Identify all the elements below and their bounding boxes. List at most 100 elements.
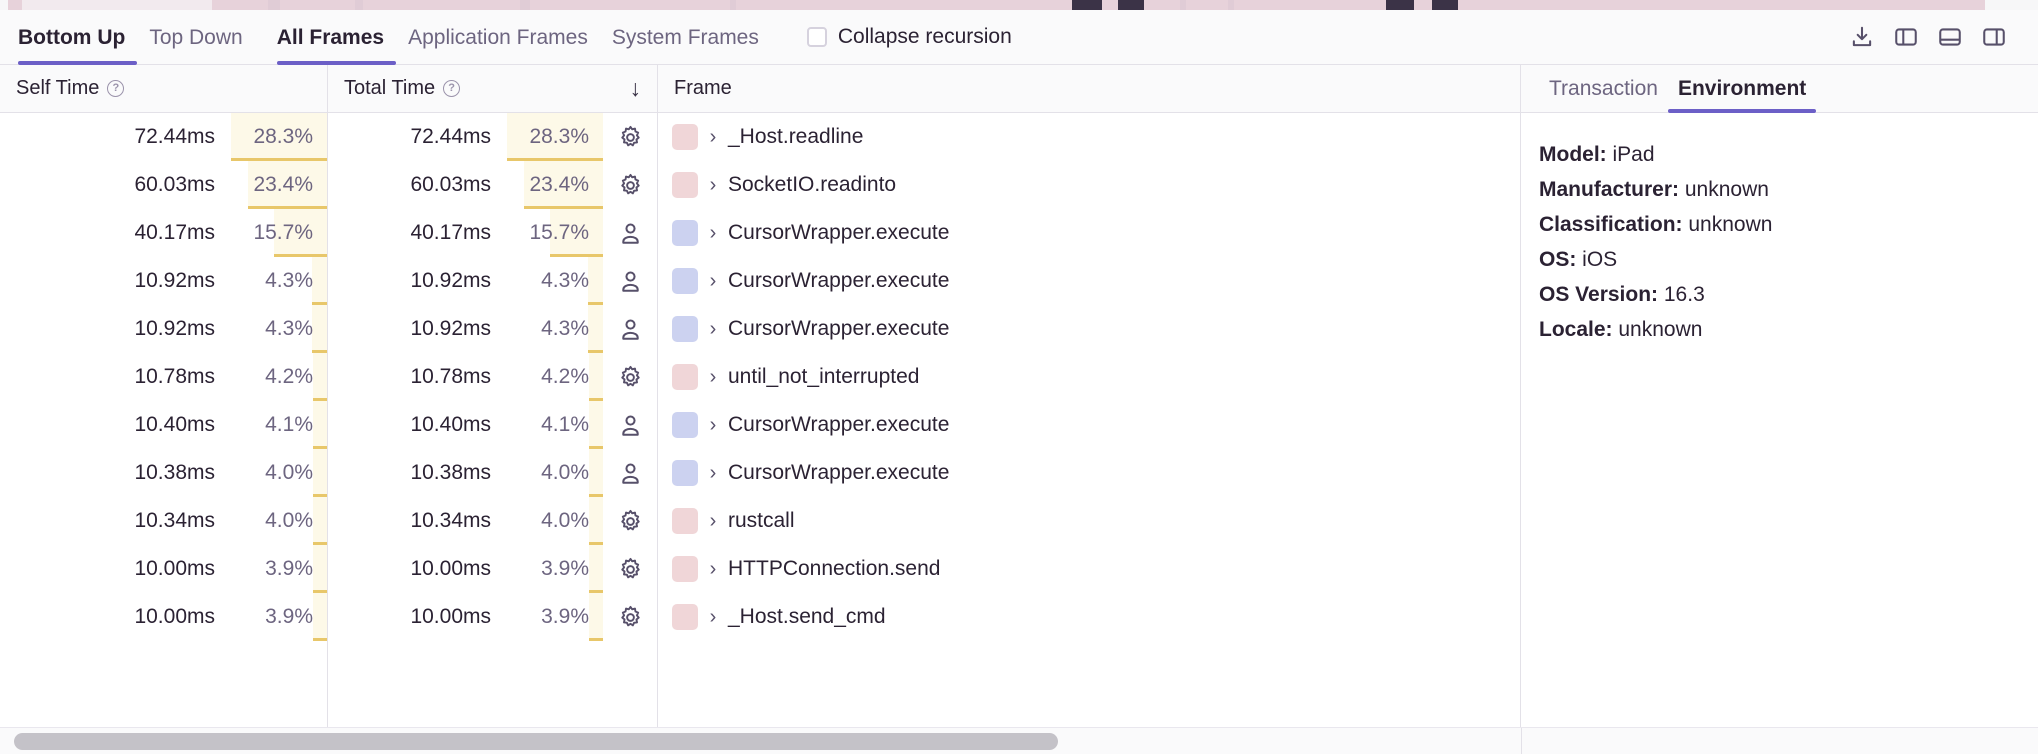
self-percent-cell: 4.1% [231, 401, 327, 449]
horizontal-scrollbar[interactable] [0, 727, 2038, 754]
self-percent-bar [313, 401, 327, 449]
sort-descending-icon: ↓ [629, 75, 642, 101]
environment-detail-key: Manufacturer: [1539, 178, 1680, 201]
tab-label: System Frames [611, 25, 759, 49]
column-header-frame[interactable]: Frame [658, 65, 1520, 112]
frame-cell: ›_Host.send_cmd [658, 593, 1520, 641]
download-button[interactable] [1840, 17, 1884, 57]
tab-all-frames[interactable]: All Frames [276, 10, 397, 65]
gear-icon [603, 604, 657, 631]
total-percent-label: 3.9% [541, 605, 589, 628]
frame-color-swatch [672, 460, 698, 486]
column-header-self-time-label: Self Time [16, 77, 100, 99]
total-time-value: 10.00ms [410, 605, 491, 628]
self-time-value: 60.03ms [134, 173, 215, 196]
chevron-right-icon[interactable]: › [709, 365, 717, 388]
flamegraph-segment[interactable] [520, 0, 530, 10]
frame-cell: ›CursorWrapper.execute [658, 257, 1520, 305]
environment-detail-value: iOS [1576, 248, 1618, 271]
collapse-recursion-toggle[interactable]: Collapse recursion [806, 25, 1012, 49]
help-icon[interactable]: ? [107, 80, 125, 97]
chevron-right-icon[interactable]: › [709, 317, 717, 340]
collapse-recursion-checkbox[interactable] [806, 27, 827, 47]
gear-icon [603, 364, 657, 391]
flamegraph-segment[interactable] [1432, 0, 1458, 10]
self-percent-label: 15.7% [253, 221, 313, 244]
flamegraph-segment[interactable] [268, 0, 280, 10]
chevron-right-icon[interactable]: › [709, 461, 717, 484]
total-percent-label: 15.7% [529, 221, 589, 244]
environment-detail-row: Classification: unknown [1539, 207, 2038, 242]
tab-application-frames[interactable]: Application Frames [396, 10, 600, 65]
chevron-right-icon[interactable]: › [709, 221, 717, 244]
scrollbar-thumb[interactable] [14, 733, 1058, 750]
flamegraph-segment[interactable] [1985, 0, 2038, 10]
flamegraph-segment[interactable] [1072, 0, 1102, 10]
self-time-value: 10.38ms [134, 461, 215, 484]
chevron-right-icon[interactable]: › [709, 605, 717, 628]
chevron-right-icon[interactable]: › [709, 125, 717, 148]
toggle-bottom-panel-button[interactable] [1928, 17, 1972, 57]
self-percent-cell: 4.0% [231, 449, 327, 497]
panel-body: Self Time ? Total Time ? ↓ Frame 72.44ms… [0, 65, 2038, 727]
toggle-right-panel-button[interactable] [1972, 17, 2016, 57]
download-icon [1849, 24, 1875, 50]
frame-cell: ›until_not_interrupted [658, 353, 1520, 401]
scrollbar-track[interactable] [0, 728, 1521, 754]
self-time-value: 10.00ms [134, 605, 215, 628]
self-time-value: 10.40ms [134, 413, 215, 436]
total-percent-bar [589, 401, 603, 449]
total-percent-cell: 3.9% [507, 545, 603, 593]
flamegraph-segment[interactable] [1228, 0, 1234, 10]
tab-bottom-up[interactable]: Bottom Up [18, 10, 138, 65]
chevron-right-icon[interactable]: › [709, 509, 717, 532]
chevron-right-icon[interactable]: › [709, 269, 717, 292]
flamegraph-segment[interactable] [730, 0, 736, 10]
toggle-left-panel-button[interactable] [1884, 17, 1928, 57]
self-percent-bar [312, 257, 327, 305]
details-tab-environment[interactable]: Environment [1667, 65, 1817, 113]
flamegraph-strip[interactable] [0, 0, 2038, 10]
flamegraph-segment[interactable] [1386, 0, 1414, 10]
chevron-right-icon[interactable]: › [709, 173, 717, 196]
flamegraph-segment[interactable] [22, 0, 212, 10]
flamegraph-segment[interactable] [1180, 0, 1186, 10]
flamegraph-segment[interactable] [1118, 0, 1144, 10]
tab-top-down[interactable]: Top Down [137, 10, 254, 65]
total-percent-label: 4.0% [541, 509, 589, 532]
help-icon[interactable]: ? [443, 80, 461, 97]
tab-system-frames[interactable]: System Frames [600, 10, 771, 65]
total-percent-label: 4.0% [541, 461, 589, 484]
flamegraph-segment[interactable] [0, 0, 8, 10]
details-tab-transaction[interactable]: Transaction [1539, 65, 1668, 113]
table-empty-area [0, 641, 1520, 727]
frame-color-swatch [672, 412, 698, 438]
column-header-total-time[interactable]: Total Time ? ↓ [328, 65, 658, 112]
frame-name: rustcall [728, 509, 795, 532]
flamegraph-segment[interactable] [355, 0, 363, 10]
total-percent-label: 4.2% [541, 365, 589, 388]
chevron-right-icon[interactable]: › [709, 557, 717, 580]
chevron-right-icon[interactable]: › [709, 413, 717, 436]
column-header-self-time[interactable]: Self Time ? [0, 65, 328, 112]
